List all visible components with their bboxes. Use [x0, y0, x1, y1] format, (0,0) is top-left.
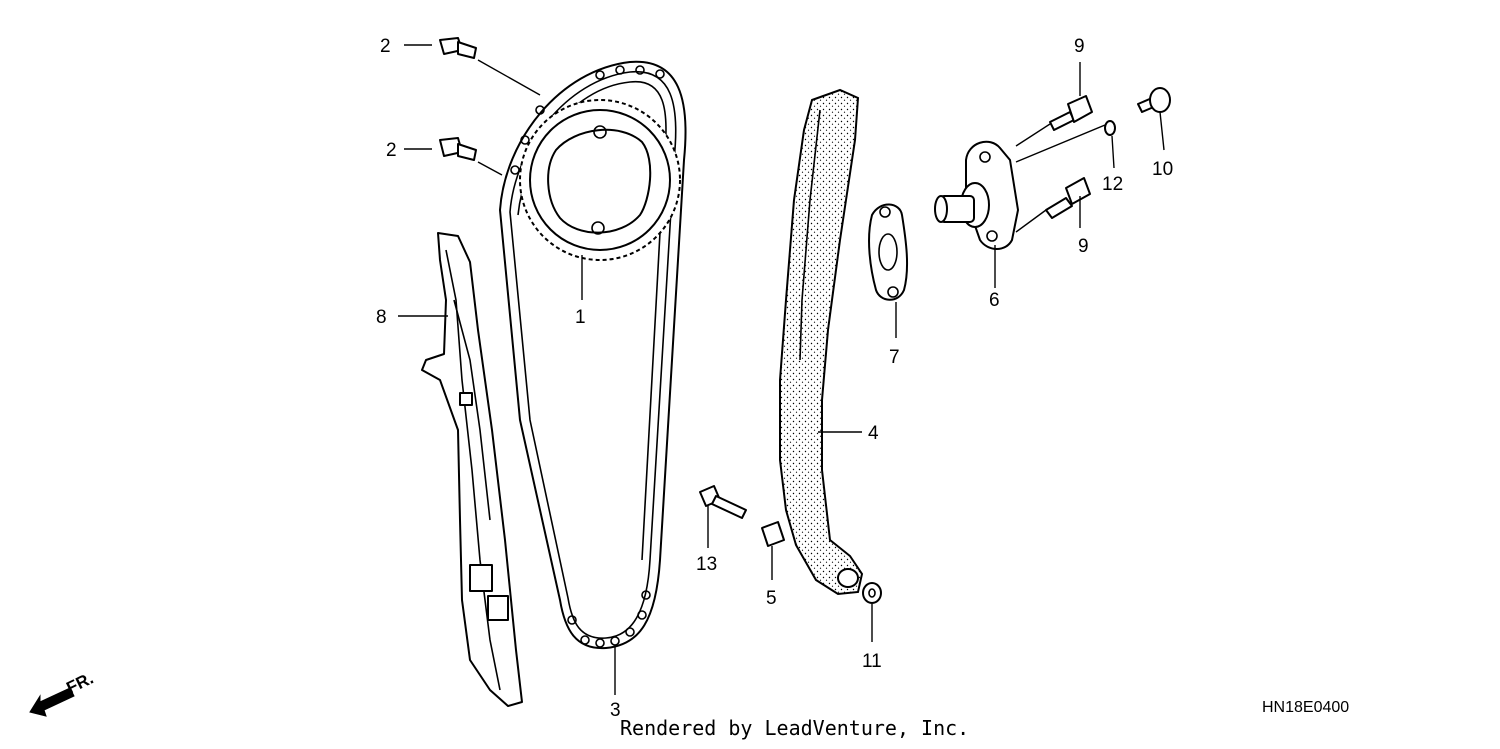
chain-guide-part-8[interactable] [421, 232, 523, 707]
callout-3: 3 [610, 700, 621, 721]
callout-9-upper: 9 [1074, 36, 1085, 57]
bolt-part-2-lower[interactable] [439, 137, 477, 161]
callout-6: 6 [989, 290, 1000, 311]
tensioner-lifter-part-6[interactable] [934, 140, 1019, 250]
bolt-part-10[interactable] [1137, 87, 1171, 113]
washer-part-11[interactable] [862, 582, 882, 604]
bolt-part-13[interactable] [699, 485, 747, 519]
front-direction-marker: FR. [29, 669, 96, 717]
bolt-part-2-upper[interactable] [439, 37, 477, 59]
callout-2-lower: 2 [386, 140, 397, 161]
tensioner-arm-part-4[interactable] [779, 88, 864, 596]
callout-10: 10 [1152, 159, 1173, 180]
render-credit: Rendered by LeadVenture, Inc. [620, 716, 970, 740]
bolt-part-9-lower[interactable] [1045, 177, 1091, 219]
washer-part-12[interactable] [1104, 120, 1116, 136]
drawing-code: HN18E0400 [1262, 699, 1350, 716]
leader-lines [398, 44, 1165, 695]
callout-1: 1 [575, 307, 586, 328]
callout-12: 12 [1102, 174, 1123, 195]
front-arrow-icon [29, 687, 75, 717]
callout-8: 8 [376, 307, 387, 328]
callout-7: 7 [889, 347, 900, 368]
bolt-part-9-upper[interactable] [1049, 95, 1093, 131]
cam-sprocket-part-1[interactable] [519, 99, 681, 261]
callout-11: 11 [862, 651, 882, 672]
callout-9-lower: 9 [1078, 236, 1089, 257]
gasket-part-7[interactable] [868, 203, 909, 301]
callout-labels: 1 2 2 3 4 5 6 7 8 9 9 10 11 12 13 [376, 36, 1173, 721]
callout-4: 4 [868, 423, 879, 444]
callout-2-upper: 2 [380, 36, 391, 57]
collar-part-5[interactable] [761, 521, 785, 547]
callout-13: 13 [696, 554, 717, 575]
callout-5: 5 [766, 588, 777, 609]
